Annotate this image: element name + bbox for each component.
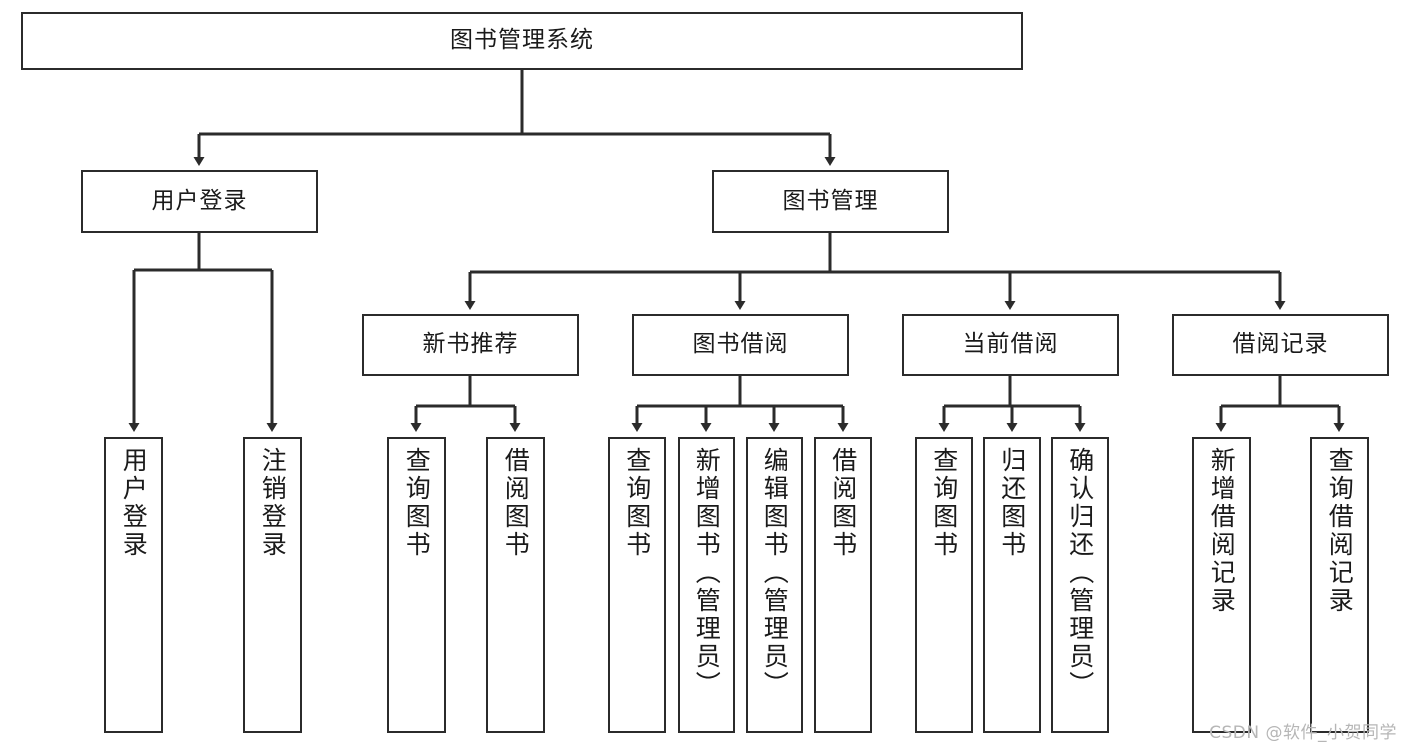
leaf-borrow-add-book-admin[interactable]: 新增图书（管理员） [678,437,735,733]
leaf-borrow-add-book-admin-label: 新增图书（管理员） [692,447,722,699]
leaf-recommend-borrow-book-label: 借阅图书 [501,447,531,559]
leaf-record-add-record-label: 新增借阅记录 [1207,447,1237,615]
leaf-user-logout[interactable]: 注销登录 [243,437,302,733]
csdn-watermark: CSDN @软件_小贺同学 [1209,723,1397,743]
leaf-record-add-record[interactable]: 新增借阅记录 [1192,437,1251,733]
node-current-borrow[interactable]: 当前借阅 [902,314,1119,376]
leaf-user-login-label: 用户登录 [119,447,149,559]
leaf-borrow-query-book-label: 查询图书 [622,447,652,559]
leaf-record-query-record[interactable]: 查询借阅记录 [1310,437,1369,733]
node-root-label: 图书管理系统 [450,27,594,54]
leaf-current-query-book-label: 查询图书 [929,447,959,559]
node-book-management-label: 图书管理 [782,187,879,214]
leaf-recommend-query-book-label: 查询图书 [402,447,432,559]
node-book-borrow[interactable]: 图书借阅 [632,314,849,376]
node-new-book-recommend[interactable]: 新书推荐 [362,314,579,376]
leaf-borrow-edit-book-admin-label: 编辑图书（管理员） [760,447,790,699]
leaf-current-query-book[interactable]: 查询图书 [915,437,973,733]
node-user-login[interactable]: 用户登录 [81,170,318,233]
node-new-book-recommend-label: 新书推荐 [422,331,519,358]
leaf-recommend-borrow-book[interactable]: 借阅图书 [486,437,545,733]
node-root[interactable]: 图书管理系统 [21,12,1023,70]
node-book-management[interactable]: 图书管理 [712,170,949,233]
leaf-recommend-query-book[interactable]: 查询图书 [387,437,446,733]
leaf-borrow-query-book[interactable]: 查询图书 [608,437,666,733]
node-borrow-record[interactable]: 借阅记录 [1172,314,1389,376]
node-borrow-record-label: 借阅记录 [1232,331,1329,358]
leaf-current-confirm-return-admin-label: 确认归还（管理员） [1065,447,1095,699]
leaf-borrow-edit-book-admin[interactable]: 编辑图书（管理员） [746,437,803,733]
leaf-borrow-borrow-book-label: 借阅图书 [828,447,858,559]
leaf-current-return-book-label: 归还图书 [997,447,1027,559]
leaf-current-return-book[interactable]: 归还图书 [983,437,1041,733]
leaf-user-logout-label: 注销登录 [258,447,288,559]
node-user-login-label: 用户登录 [151,187,248,214]
leaf-record-query-record-label: 查询借阅记录 [1325,447,1355,615]
leaf-borrow-borrow-book[interactable]: 借阅图书 [814,437,872,733]
leaf-current-confirm-return-admin[interactable]: 确认归还（管理员） [1051,437,1109,733]
leaf-user-login[interactable]: 用户登录 [104,437,163,733]
node-current-borrow-label: 当前借阅 [962,331,1059,358]
node-book-borrow-label: 图书借阅 [692,331,789,358]
